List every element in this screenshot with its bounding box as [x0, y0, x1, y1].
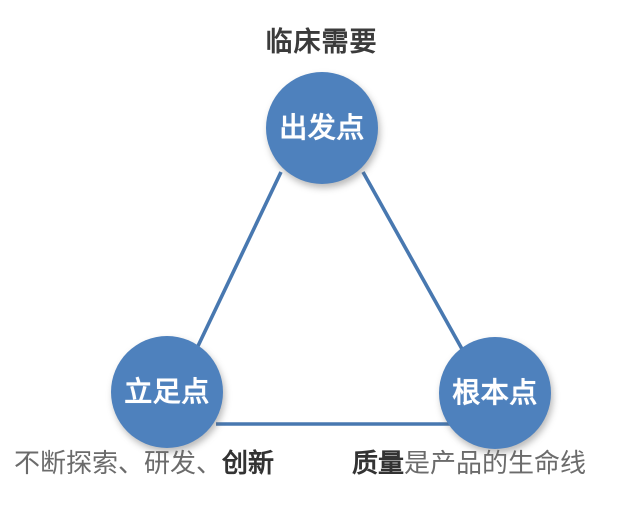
node-circle-left[interactable]: 立足点: [111, 336, 223, 448]
caption-right-emphasis: 质量: [352, 449, 405, 479]
caption-left: 不断探索、研发、创新: [14, 447, 274, 481]
node-label-top: 出发点: [279, 111, 365, 144]
connector-top-to-right: [361, 171, 464, 350]
caption-right-plain: 是产品的生命线: [404, 449, 587, 479]
caption-right: 质量是产品的生命线: [352, 447, 586, 481]
node-circle-top[interactable]: 出发点: [266, 72, 378, 184]
connector-top-to-left: [196, 171, 283, 347]
caption-left-plain: 不断探索、研发、: [14, 449, 223, 479]
node-label-right: 根本点: [452, 376, 538, 409]
caption-left-emphasis: 创新: [222, 449, 275, 479]
node-circle-right[interactable]: 根本点: [439, 337, 551, 449]
page-title: 临床需要: [265, 27, 378, 58]
node-label-left: 立足点: [124, 375, 210, 408]
